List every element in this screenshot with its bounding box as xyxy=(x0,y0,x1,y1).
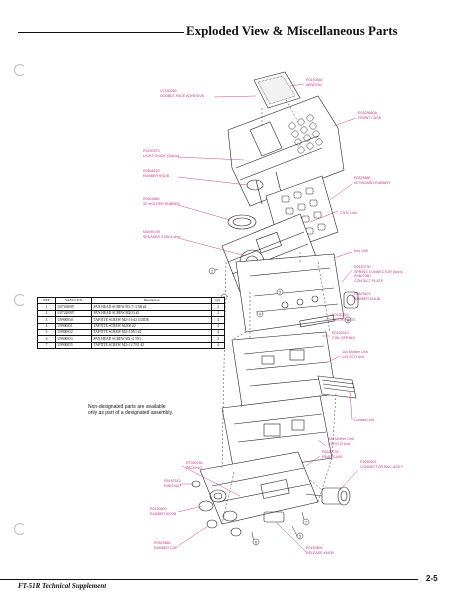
window-part xyxy=(253,71,301,109)
table-row: 7 U9900055 TAPTITE SCREW M2×12.7N1 #2 4 xyxy=(37,341,225,350)
cell-qty: 2 xyxy=(211,335,225,343)
callout-3: 3 xyxy=(279,290,281,294)
bnc-connector-part xyxy=(305,486,351,506)
callout-1: 1 xyxy=(211,269,213,273)
callout-8: 8 xyxy=(347,318,349,322)
knob-assembly xyxy=(191,480,242,537)
binder-hole-top xyxy=(14,64,26,76)
table-row: 4 U9900051 TAPTITE SCREW M2Ô6 #2 4 xyxy=(37,322,225,330)
callout-4: 4 xyxy=(259,312,261,316)
label-key-unit: Key Unit xyxy=(354,249,368,253)
col-qty: Qty. xyxy=(211,296,225,305)
cell-qty: 4 xyxy=(211,322,225,330)
table-row: 3 U9900050 TAPTITE SCREW M2×16 #2 GUIDE … xyxy=(37,316,225,324)
cell-ref: 7 xyxy=(37,341,56,350)
label-cntl-unit: CNTL Unit xyxy=(340,211,357,215)
key-unit-frame xyxy=(235,253,345,333)
rubber-knob-side xyxy=(343,291,359,309)
screw-parts-table: REF YAESU P/N Description Qty. 1 U071600… xyxy=(37,296,225,350)
table-row: 5 U9900052 TAPTITE SCREW M2×10N1 #2 4 xyxy=(37,328,225,337)
cell-qty: 2 xyxy=(211,303,225,311)
cell-qty: 4 xyxy=(211,341,225,350)
table-row: 1 U07160007 PAN HEAD SCREW M1.7×3.5B #2 … xyxy=(37,303,225,311)
label-contact-unit: Contact Unit xyxy=(354,418,374,422)
latch-plate xyxy=(299,314,335,328)
callout-5: 5 xyxy=(299,534,301,538)
page-number: 2-5 xyxy=(426,574,438,583)
page-title: Exploded View & Miscellaneous Parts xyxy=(186,23,398,38)
sp-holder-rubber xyxy=(227,214,257,230)
cell-description: TAPTITE SCREW M2×12.7N1 #2 xyxy=(91,341,212,350)
table-row: 6 U9900053 PAN HEAD SCREW M2×2.5N1 2 xyxy=(37,335,225,343)
cell-qty: 4 xyxy=(211,316,225,324)
cell-part-number: U9900055 xyxy=(55,341,92,350)
table-header-row: REF YAESU P/N Description Qty. xyxy=(37,296,225,305)
release-knob-part xyxy=(263,511,285,523)
cell-qty: 4 xyxy=(211,328,225,337)
title-rule xyxy=(18,32,184,33)
contact-unit-part xyxy=(317,375,357,399)
footer-rule xyxy=(0,579,418,580)
availability-note: Non-designated parts are available only … xyxy=(88,404,173,416)
table-row: 2 U07240007 PAN HEAD SCREW M2Ô3 #2 2 xyxy=(37,309,225,318)
callout-7: 7 xyxy=(305,520,307,524)
cell-qty: 2 xyxy=(211,309,225,318)
binder-hole-bottom xyxy=(14,523,26,535)
footer-manual-title: FT-51R Technical Supplement xyxy=(18,582,107,590)
binder-hole-middle xyxy=(14,294,26,306)
callout-6: 6 xyxy=(255,540,257,544)
mother-unit-part xyxy=(231,331,337,407)
rear-case-part xyxy=(199,451,319,525)
